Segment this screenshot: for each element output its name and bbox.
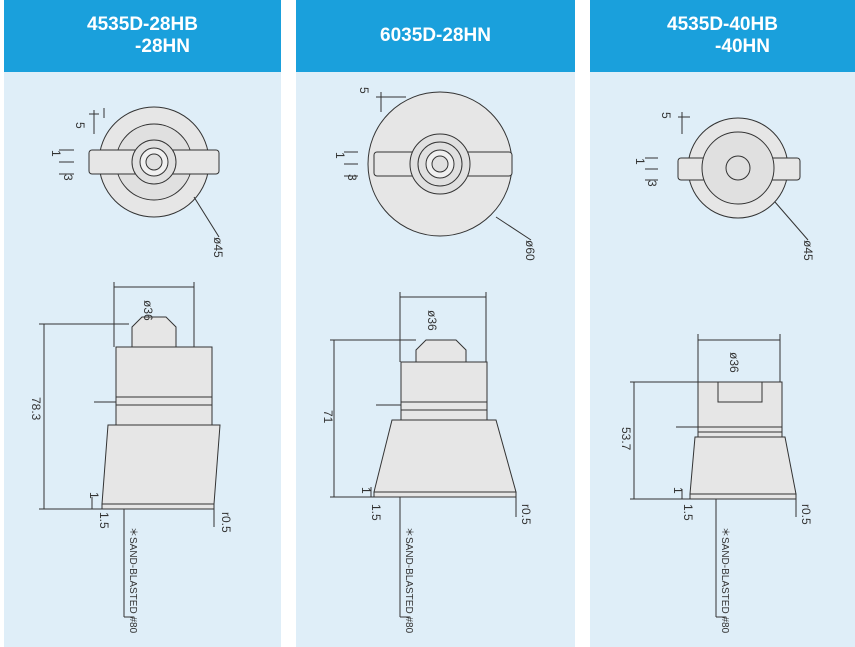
radiating-head (101, 424, 221, 505)
step-dimension-b: 1.5 (369, 504, 383, 521)
model-line-1: 4535D-40HB (667, 14, 778, 35)
step-dimension-a: 1 (359, 487, 373, 494)
panel-6035d-28: 6035D-28HN 5 1 3 ø60 (296, 0, 575, 647)
radius-dimension: r0.5 (519, 504, 533, 525)
model-line-2: -28HN (135, 36, 190, 57)
slot-dimension-b: 3 (345, 174, 359, 181)
center-boss (725, 155, 751, 181)
body-diameter: ø36 (425, 310, 439, 331)
bolt-hole (145, 153, 163, 171)
slot-dimension-a: 1 (633, 158, 647, 165)
radius-dimension: r0.5 (219, 512, 233, 533)
step-dimension-b: 1.5 (681, 504, 695, 521)
hex-nut (131, 316, 177, 348)
panel-4535d-28: 4535D-28HB -28HN 5 1 3 ø45 (4, 0, 281, 647)
height-dimension: 53.7 (619, 427, 633, 451)
face-plate (689, 493, 797, 500)
upper-body (400, 361, 488, 421)
face-diameter: ø45 (211, 237, 225, 258)
radius-dimension: r0.5 (799, 504, 813, 525)
top-view (645, 112, 809, 241)
transducer-drawing: 5 1 3 ø45 ø36 53.7 1 1.5 r0.5 ＊SAND-BLAS… (619, 112, 815, 634)
model-line-2: -40HN (715, 36, 770, 57)
bolt-hole (431, 155, 449, 173)
side-view (630, 334, 797, 618)
step-dimension-a: 1 (87, 492, 101, 499)
gap-dimension: 5 (659, 112, 673, 119)
finish-note: ＊SAND-BLASTED #80 (127, 527, 138, 634)
transducer-drawing: 5 1 3 ø60 ø36 71 1 1.5 r0.5 ＊SAND-BLASTE… (321, 87, 537, 634)
transducer-drawing: 5 1 3 ø45 ø36 78.3 1 1.5 r0.5 ＊SAND-BLAS… (29, 106, 233, 634)
model-line-1: 4535D-28HB (87, 14, 198, 35)
side-view (330, 292, 517, 618)
height-dimension: 71 (321, 410, 335, 424)
face-diameter: ø45 (801, 240, 815, 261)
slot-dimension-a: 1 (333, 152, 347, 159)
slot-dimension-b: 3 (61, 174, 75, 181)
face-diameter: ø60 (523, 240, 537, 261)
step-dimension-a: 1 (671, 487, 685, 494)
model-line-1: 6035D-28HN (380, 25, 491, 46)
side-view (39, 282, 221, 618)
finish-note: ＊SAND-BLASTED #80 (403, 527, 414, 634)
height-dimension: 78.3 (29, 397, 43, 421)
top-view (59, 106, 220, 238)
radiating-head (689, 436, 797, 495)
slot-dimension-b: 3 (645, 180, 659, 187)
gap-dimension: 5 (357, 87, 371, 94)
panel-title: 6035D-28HN (296, 0, 575, 72)
body-diameter: ø36 (141, 300, 155, 321)
top-view (344, 91, 532, 241)
upper-body (115, 346, 213, 426)
step-dimension-b: 1.5 (97, 512, 111, 529)
gap-dimension: 5 (73, 122, 87, 129)
face-plate (373, 491, 517, 498)
radiating-head (373, 419, 517, 493)
panel-title: 4535D-28HB -28HN (4, 0, 281, 72)
body-diameter: ø36 (727, 352, 741, 373)
face-plate (101, 503, 215, 510)
hex-nut (415, 339, 467, 363)
panel-4535d-40: 4535D-40HB -40HN 5 1 3 ø45 (590, 0, 855, 647)
finish-note: ＊SAND-BLASTED #80 (719, 527, 730, 634)
panel-title: 4535D-40HB -40HN (590, 0, 855, 72)
slot-dimension-a: 1 (49, 150, 63, 157)
top-recess (717, 381, 763, 403)
